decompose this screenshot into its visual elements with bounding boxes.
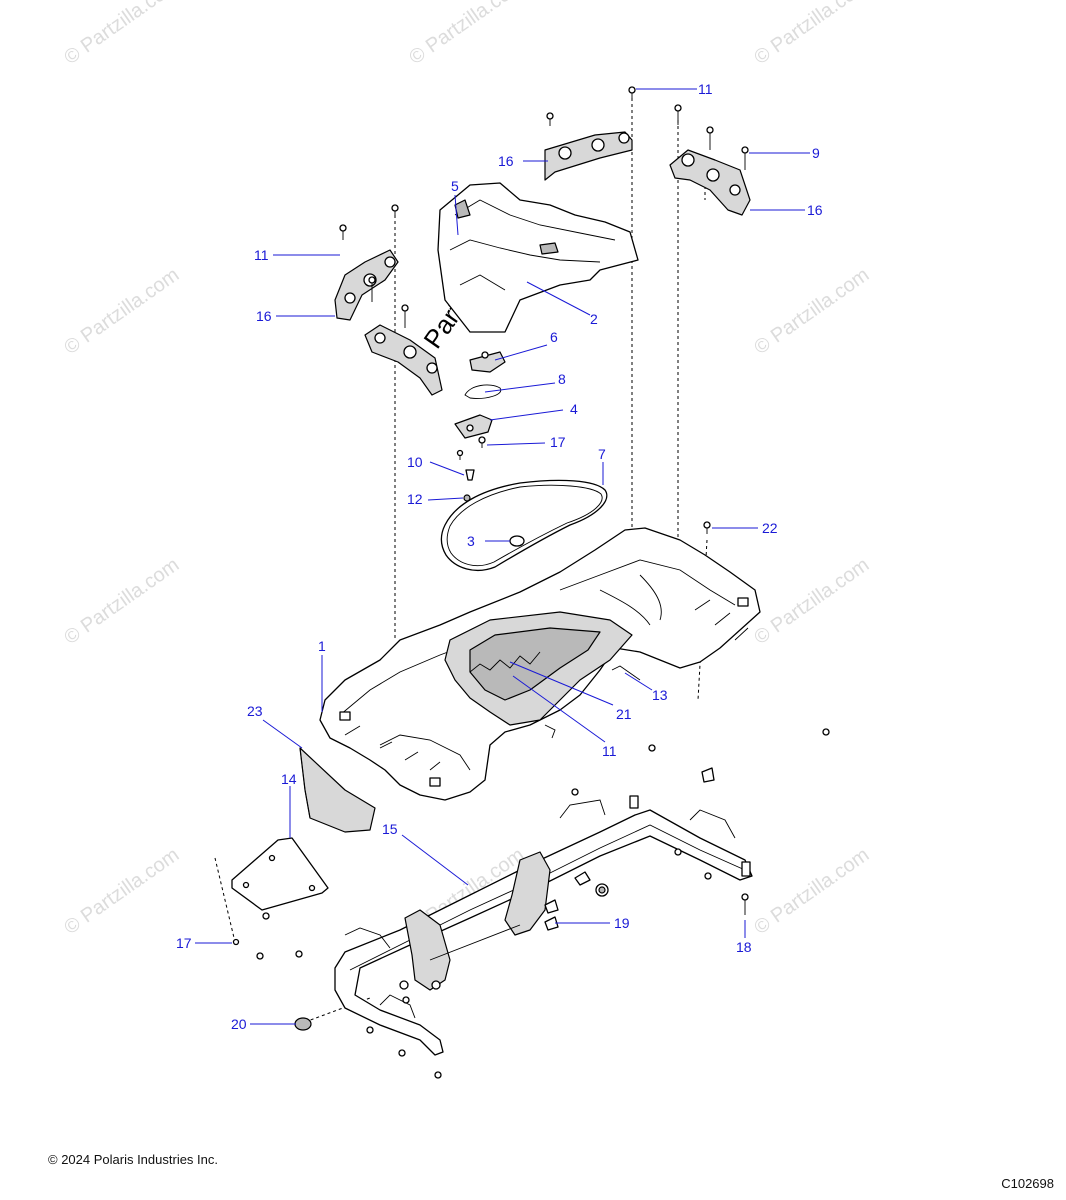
end-plug [294, 1017, 312, 1031]
cable-loop [464, 384, 502, 399]
latch [469, 351, 506, 373]
watermark: © Partzilla.com [60, 264, 183, 359]
callout-16[interactable]: 16 [256, 308, 272, 324]
hinge-pin [544, 665, 641, 739]
callout-2[interactable]: 2 [590, 311, 598, 327]
rack-bracket-left-lower [364, 324, 443, 396]
fasteners [232, 728, 830, 1079]
watermark: © Partzilla.com [750, 554, 873, 649]
callout-17[interactable]: 17 [550, 434, 566, 450]
seal-ring [440, 479, 608, 571]
watermark: © Partzilla.com [60, 554, 183, 649]
copyright-notice: © 2024 Polaris Industries Inc. [48, 1152, 218, 1167]
leader-lines [195, 88, 810, 1025]
callout-15[interactable]: 15 [382, 821, 398, 837]
stud-fastener [463, 469, 475, 502]
callout-22[interactable]: 22 [762, 520, 778, 536]
figure-id: C102698 [1001, 1176, 1054, 1191]
rear-rack [437, 182, 639, 333]
callout-17[interactable]: 17 [176, 935, 192, 951]
callout-23[interactable]: 23 [247, 703, 263, 719]
callout-10[interactable]: 10 [407, 454, 423, 470]
callout-11[interactable]: 11 [602, 743, 617, 759]
callout-21[interactable]: 21 [616, 706, 632, 722]
alignment-lines [214, 98, 708, 1023]
callout-20[interactable]: 20 [231, 1016, 247, 1032]
callout-16[interactable]: 16 [498, 153, 514, 169]
bolts [339, 86, 749, 534]
callout-11[interactable]: 11 [698, 81, 713, 97]
watermark: © Partzilla.com [750, 0, 873, 69]
callout-18[interactable]: 18 [736, 939, 752, 955]
shield-plate [231, 837, 329, 911]
watermark: © Partzilla.com [750, 264, 873, 359]
mud-flap [299, 747, 376, 833]
callout-7[interactable]: 7 [598, 446, 606, 462]
callout-6[interactable]: 6 [550, 329, 558, 345]
callout-8[interactable]: 8 [558, 371, 566, 387]
callout-14[interactable]: 14 [281, 771, 297, 787]
rack-bracket-left-upper [334, 249, 399, 321]
callout-11[interactable]: 11 [254, 247, 269, 263]
callout-12[interactable]: 12 [407, 491, 423, 507]
rack-bracket-top [544, 131, 633, 181]
callout-9[interactable]: 9 [812, 145, 820, 161]
callout-19[interactable]: 19 [614, 915, 630, 931]
watermark: © Partzilla.com [750, 844, 873, 939]
callout-16[interactable]: 16 [807, 202, 823, 218]
watermark: © Partzilla.com [60, 844, 183, 939]
callout-labels: 11 9 16 16 5 11 16 2 6 8 4 17 10 7 12 3 … [176, 81, 823, 1032]
rear-frame [334, 795, 753, 1056]
mount-plate [454, 414, 493, 439]
callout-1[interactable]: 1 [318, 638, 326, 654]
callout-3[interactable]: 3 [467, 533, 475, 549]
watermark: © Partzilla.com [60, 0, 183, 69]
callout-4[interactable]: 4 [570, 401, 578, 417]
rear-fender [319, 527, 761, 801]
callout-13[interactable]: 13 [652, 687, 668, 703]
watermark: © Partzilla.com [405, 0, 528, 69]
rack-bracket-right [669, 149, 751, 216]
callout-5[interactable]: 5 [451, 178, 459, 194]
